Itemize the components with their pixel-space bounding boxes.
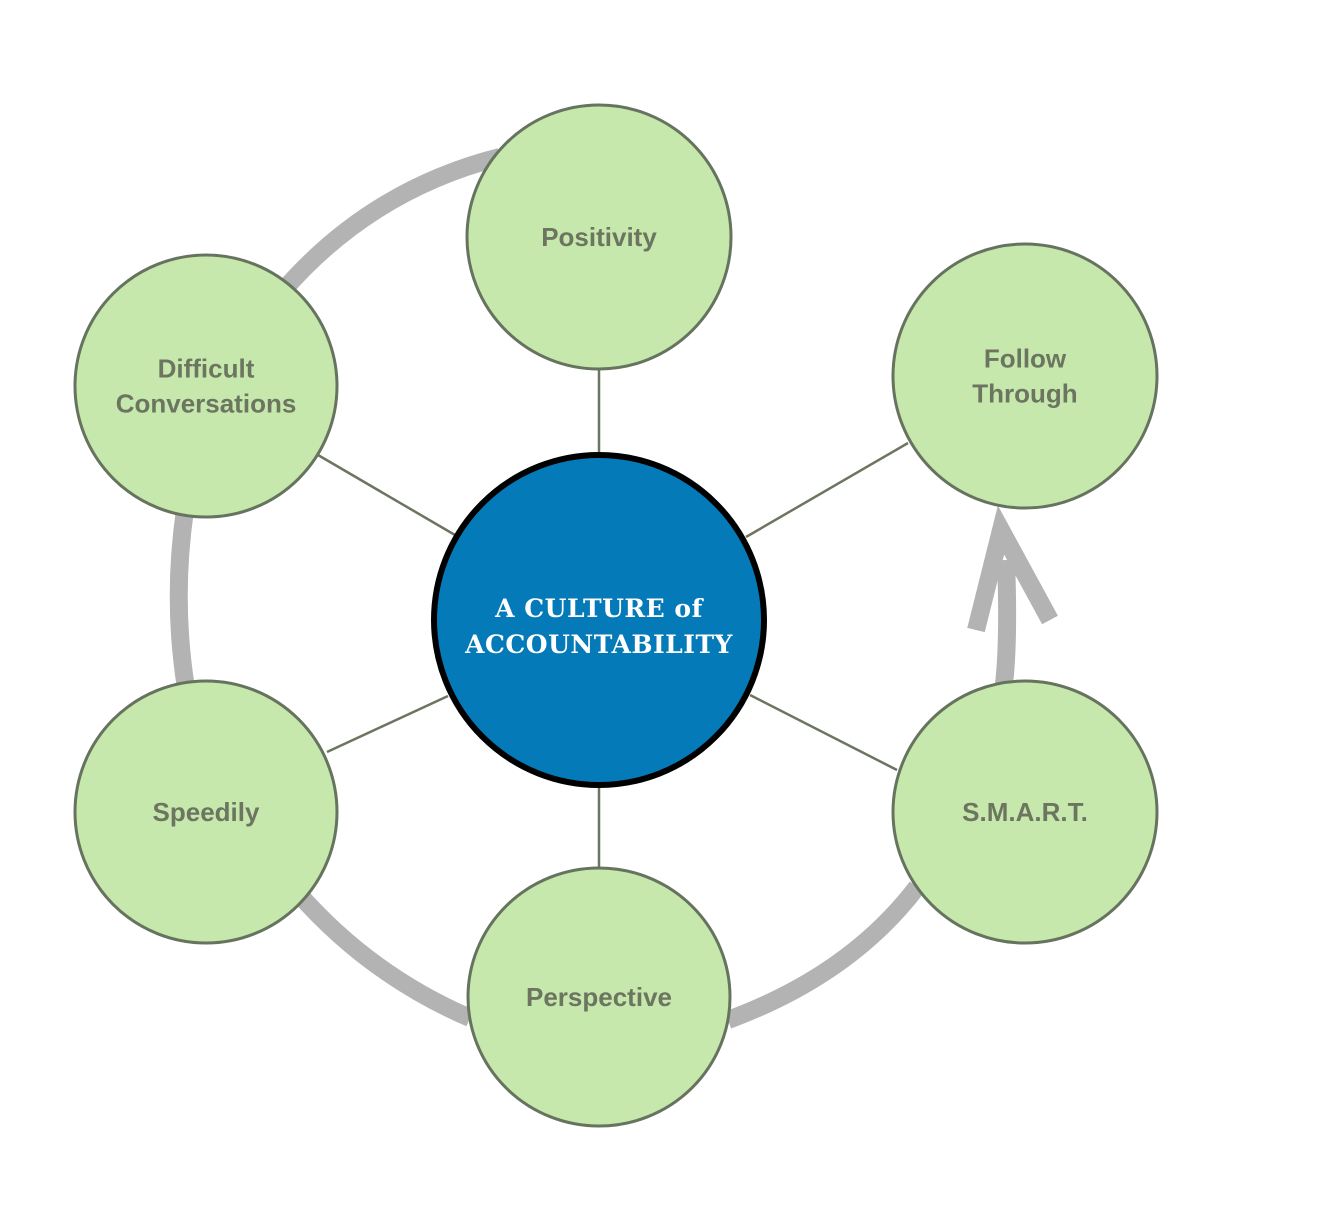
node-label: S.M.A.R.T. — [962, 797, 1088, 827]
node-circle — [465, 103, 733, 371]
cycle-arc-speedily-to-perspective — [291, 887, 474, 1027]
connector-follow-through — [745, 441, 909, 539]
node-label: Conversations — [116, 389, 297, 419]
center-circle — [431, 452, 767, 788]
node-smart: S.M.A.R.T. — [891, 679, 1159, 945]
cycle-arc-difficult-to-speedily — [169, 508, 195, 690]
node-perspective: Perspective — [466, 866, 732, 1128]
node-label: Positivity — [541, 222, 657, 252]
cycle-arc-perspective-to-smart — [724, 881, 925, 1029]
node-circle — [73, 253, 339, 519]
node-label: Speedily — [153, 797, 260, 827]
node-label: Difficult — [158, 354, 255, 384]
node-label: Perspective — [526, 982, 672, 1012]
cycle-arc-positivity-to-difficult — [275, 148, 503, 298]
node-positivity: Positivity — [465, 103, 733, 371]
connector-smart — [749, 693, 898, 772]
cycle-arc-smart-to-follow-through — [995, 559, 1017, 686]
node-label: Follow — [984, 344, 1067, 374]
node-label: Through — [972, 379, 1077, 409]
center-node: A CULTURE of ACCOUNTABILITY — [431, 452, 767, 788]
connector-difficult-conversations — [317, 453, 456, 537]
node-circle — [891, 679, 1159, 945]
center-label-line-1: A CULTURE of — [494, 594, 704, 623]
connector-speedily — [326, 694, 449, 754]
cycle-path — [169, 148, 1058, 1029]
node-circle — [466, 866, 732, 1128]
node-circle — [891, 242, 1159, 510]
center-label-line-2: ACCOUNTABILITY — [464, 630, 733, 659]
node-speedily: Speedily — [73, 679, 339, 945]
connectors — [317, 369, 909, 868]
arrowhead-icon — [967, 505, 1058, 633]
node-circle — [73, 679, 339, 945]
